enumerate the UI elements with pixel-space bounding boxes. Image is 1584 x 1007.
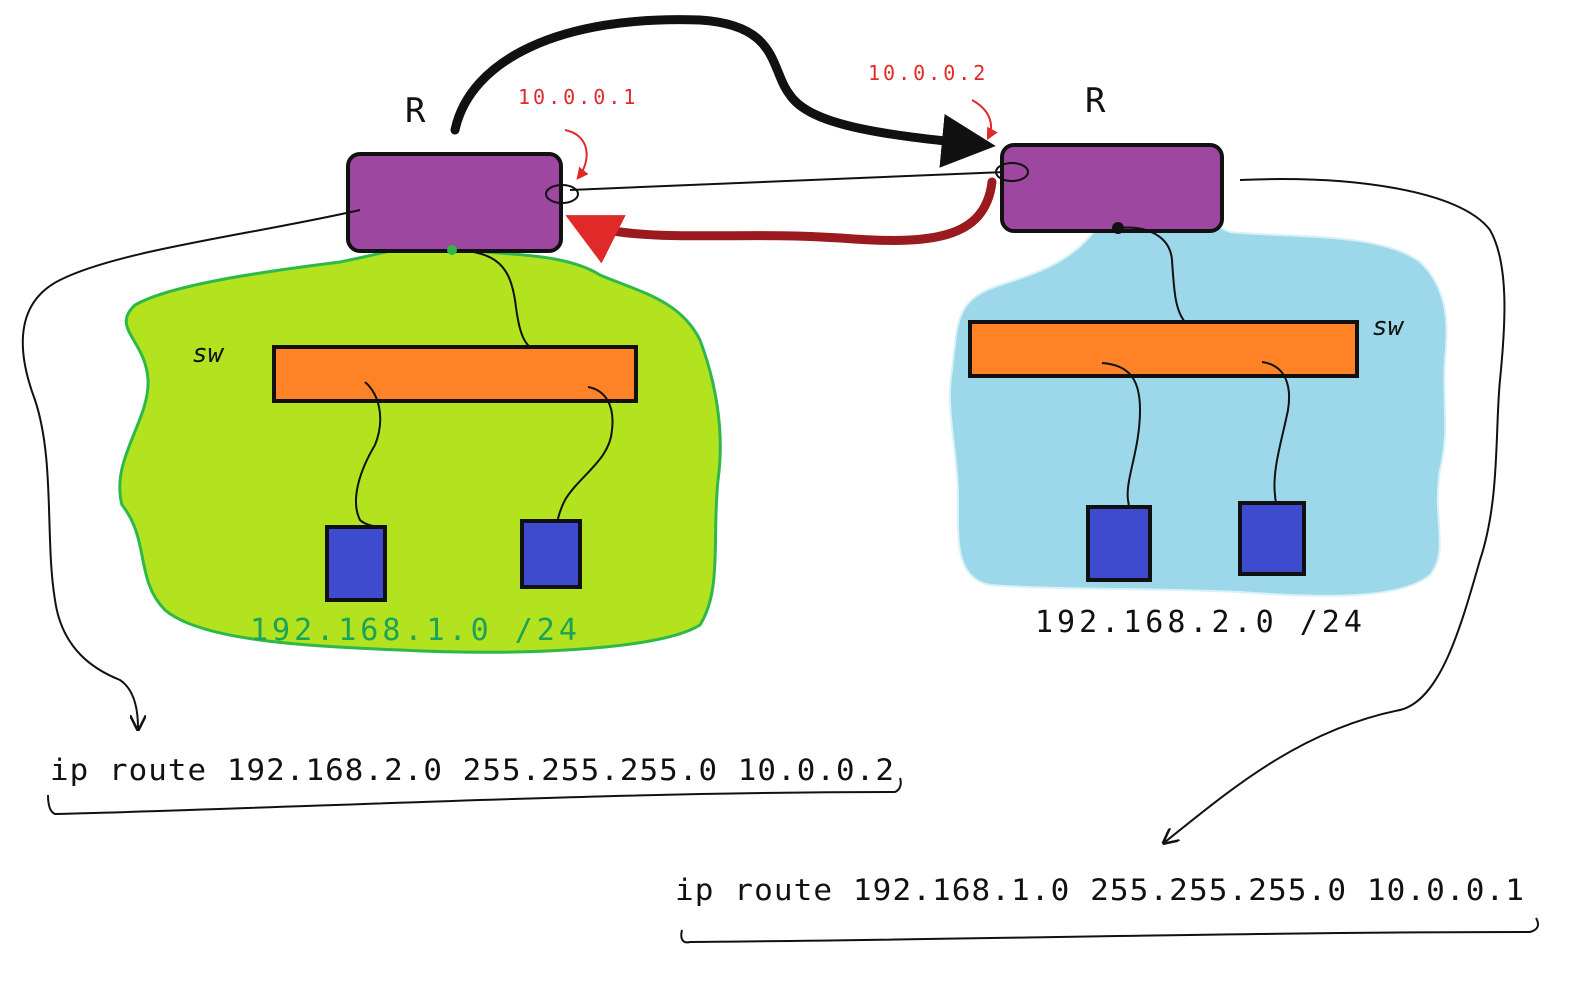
command-right-router: ip route 192.168.1.0 255.255.255.0 10.0.… xyxy=(675,873,1525,907)
router-left-lan-port xyxy=(447,245,457,255)
network-left-area xyxy=(118,242,722,654)
forward-route-arrow xyxy=(450,15,996,168)
router-right-ip: 10.0.0.2 xyxy=(868,61,988,85)
wire-router-right-switch xyxy=(1117,226,1186,323)
command-left-underline xyxy=(47,777,902,816)
router-right-interface-icon xyxy=(995,162,1029,182)
command-left-router: ip route 192.168.2.0 255.255.255.0 10.0.… xyxy=(50,753,895,787)
wire-switch-left-host-1 xyxy=(354,381,386,529)
network-right-address: 192.168.2.0 /24 xyxy=(1035,605,1366,640)
host-right-2 xyxy=(1238,501,1306,576)
switch-left-label: sw xyxy=(192,339,225,369)
callout-right-router-command xyxy=(1165,178,1506,842)
router-link xyxy=(569,171,1006,191)
router-right-lan-port xyxy=(1112,222,1124,234)
router-right xyxy=(1000,143,1224,233)
network-left-address: 192.168.1.0 /24 xyxy=(250,613,581,648)
router-right-ip-pointer xyxy=(971,99,998,141)
router-right-label: R xyxy=(1085,81,1106,121)
switch-right-label: sw xyxy=(1372,312,1405,342)
return-route-arrow xyxy=(565,177,997,264)
router-left xyxy=(346,152,563,253)
command-right-underline xyxy=(680,917,1539,944)
host-left-1 xyxy=(325,525,387,602)
switch-right xyxy=(968,320,1359,378)
router-left-ip: 10.0.0.1 xyxy=(518,85,638,109)
router-left-label: R xyxy=(405,91,426,131)
host-left-2 xyxy=(520,519,582,589)
router-left-interface-icon xyxy=(545,184,579,204)
switch-left xyxy=(272,345,638,403)
router-left-ip-pointer xyxy=(564,129,589,180)
network-right-area xyxy=(948,212,1448,597)
host-right-1 xyxy=(1086,505,1152,582)
callout-left-router-command xyxy=(21,209,361,728)
